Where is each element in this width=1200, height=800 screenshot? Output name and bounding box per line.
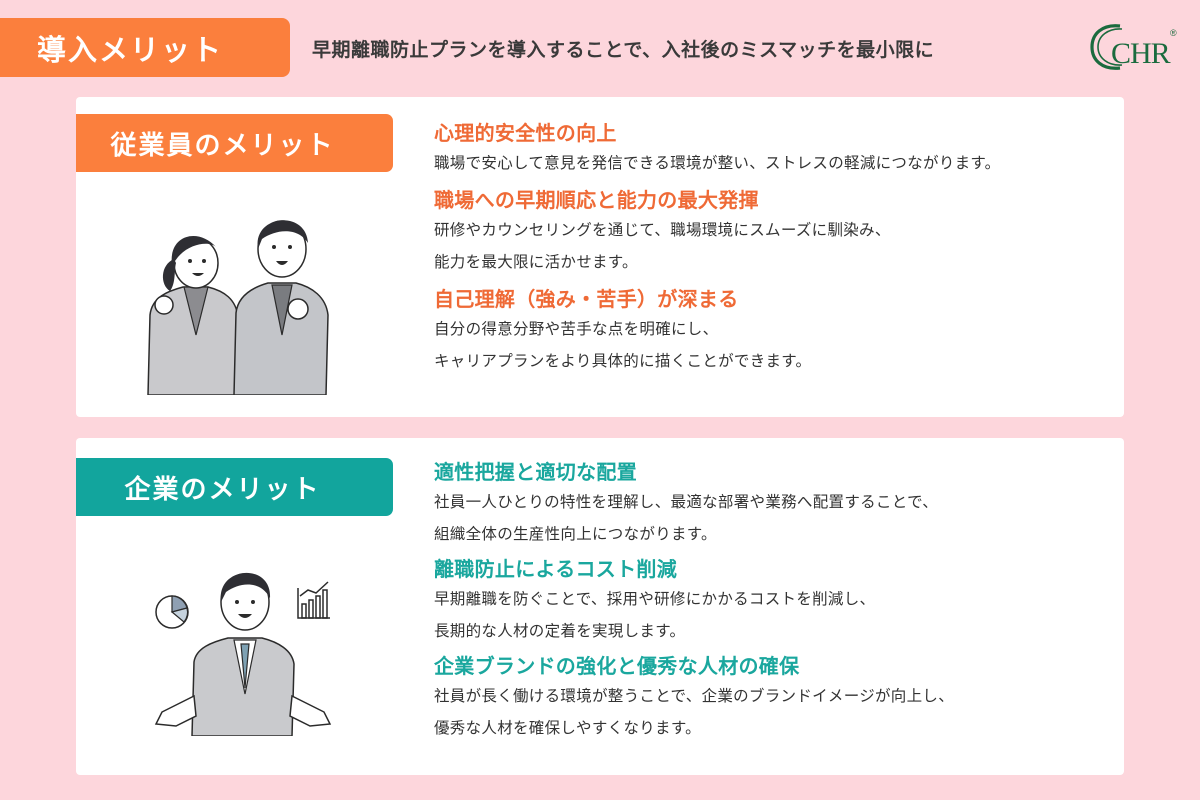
chr-logo-icon: CHR ® [1090, 24, 1177, 70]
page-subtitle: 早期離職防止プランを導入することで、入社後のミスマッチを最小限に [312, 38, 935, 61]
merit-item-title: 適性把握と適切な配置 [434, 460, 637, 484]
company-section-label: 企業のメリット [76, 458, 393, 516]
two-employees-cheering-icon [138, 205, 338, 396]
merit-item-desc: 優秀な人材を確保しやすくなります。 [434, 719, 701, 737]
employee-section-label: 従業員のメリット [76, 114, 393, 172]
merit-item: 自己理解（強み・苦手）が深まる 自分の得意分野や苦手な点を明確にし、 キャリアプ… [434, 285, 1114, 377]
merit-item-desc: 社員が長く働ける環境が整うことで、企業のブランドイメージが向上し、 [434, 687, 955, 705]
company-merit-list: 適性把握と適切な配置 社員一人ひとりの特性を理解し、最適な部署や業務へ配置するこ… [434, 458, 1114, 749]
merit-item: 離職防止によるコスト削減 早期離職を防ぐことで、採用や研修にかかるコストを削減し… [434, 555, 1114, 647]
merit-item-desc: 自分の得意分野や苦手な点を明確にし、 [434, 320, 719, 338]
employee-merit-list: 心理的安全性の向上 職場で安心して意見を発信できる環境が整い、ストレスの軽減につ… [434, 119, 1114, 384]
merit-item-title: 職場への早期順応と能力の最大発揮 [434, 188, 759, 212]
merit-badge: 導入メリット [0, 18, 290, 77]
merit-item: 適性把握と適切な配置 社員一人ひとりの特性を理解し、最適な部署や業務へ配置するこ… [434, 458, 1114, 550]
merit-item-desc: 早期離職を防ぐことで、採用や研修にかかるコストを削減し、 [434, 590, 876, 608]
merit-item-desc: 研修やカウンセリングを通じて、職場環境にスムーズに馴染み、 [434, 221, 891, 239]
merit-badge-label: 導入メリット [36, 32, 223, 67]
merit-item: 企業ブランドの強化と優秀な人材の確保 社員が長く働ける環境が整うことで、企業のブ… [434, 652, 1114, 744]
merit-item-desc: 能力を最大限に活かせます。 [434, 253, 638, 271]
bar-chart-icon [297, 581, 330, 619]
merit-item-desc: 長期的な人材の定着を実現します。 [434, 622, 686, 640]
merit-item-title: 離職防止によるコスト削減 [434, 557, 677, 581]
businessman-presenting-charts-icon [148, 556, 338, 737]
merit-item-desc: 社員一人ひとりの特性を理解し、最適な部署や業務へ配置することで、 [434, 493, 939, 511]
merit-item: 職場への早期順応と能力の最大発揮 研修やカウンセリングを通じて、職場環境にスムー… [434, 186, 1114, 278]
merit-item-title: 心理的安全性の向上 [434, 121, 617, 145]
chr-logo: CHR ® [1084, 18, 1184, 74]
merit-item-desc: 職場で安心して意見を発信できる環境が整い、ストレスの軽減につながります。 [434, 154, 1001, 172]
merit-item-title: 自己理解（強み・苦手）が深まる [434, 287, 739, 311]
company-merit-card: 企業のメリット [76, 438, 1124, 775]
employee-merit-card: 従業員のメリット 心理的安全性の向上 職場で安心して意見を発信できる環境が整い、… [76, 97, 1124, 417]
svg-text:®: ® [1170, 28, 1177, 38]
merit-item-desc: 組織全体の生産性向上につながります。 [434, 525, 717, 543]
merit-item: 心理的安全性の向上 職場で安心して意見を発信できる環境が整い、ストレスの軽減につ… [434, 119, 1114, 179]
pie-chart-icon [155, 595, 189, 629]
merit-item-title: 企業ブランドの強化と優秀な人材の確保 [434, 654, 800, 678]
merit-item-desc: キャリアプランをより具体的に描くことができます。 [434, 352, 812, 370]
svg-text:CHR: CHR [1111, 37, 1171, 70]
